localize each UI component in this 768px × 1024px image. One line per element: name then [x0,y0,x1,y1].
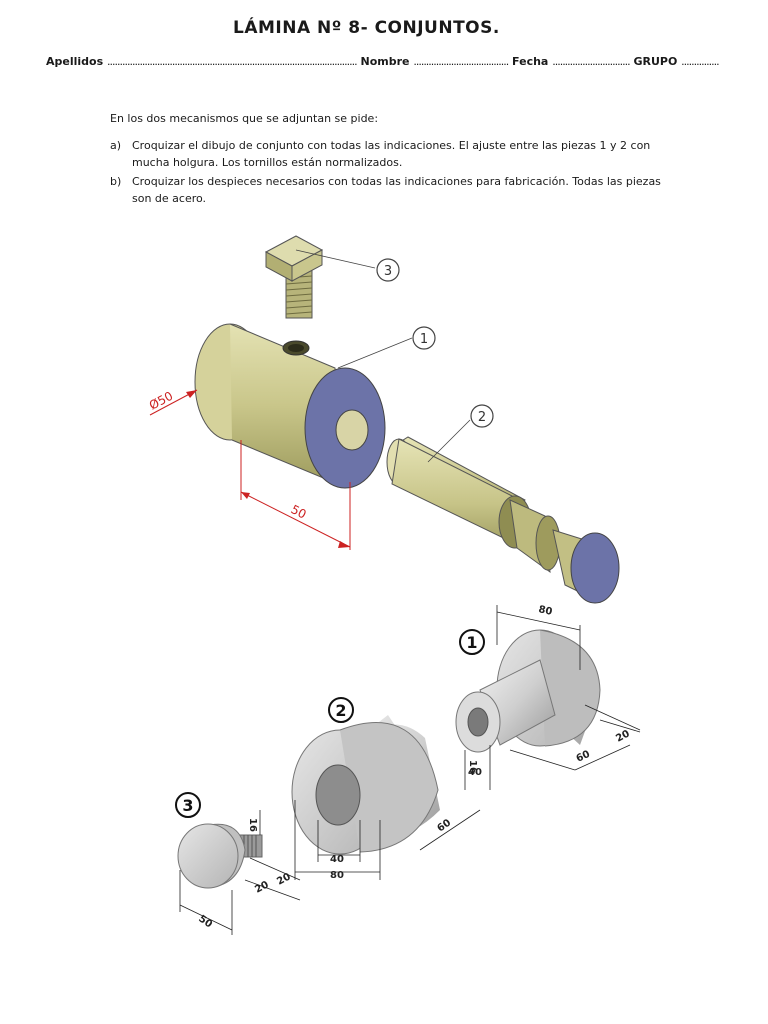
p3-dim-20b: 20 [275,871,292,887]
grey-part-1 [455,629,601,753]
apellidos-field: ........................................… [106,55,358,68]
dimension-lines-part3 [179,810,301,935]
task-label-a: a) [110,139,122,152]
p1-dim-40: 40 [468,767,482,778]
apellidos-label: Apellidos [46,55,104,68]
shaft-part-2 [386,436,620,604]
assembly-drawing-1: 3 1 2 [147,235,620,604]
dim-length-label: 50 [289,502,309,521]
task-label-b: b) [110,175,122,188]
dimension-lines-part2 [294,800,481,880]
bolt-part-3 [264,235,324,319]
task-text-b: Croquizar los despieces necesarios con t… [132,175,661,205]
callout-2-3-label: 3 [182,796,193,815]
grupo-field: ............... [681,55,719,68]
p3-dim-16: 16 [247,818,258,832]
grey-part-2 [291,715,440,855]
fecha-label: Fecha [512,55,549,68]
callout-2-1-label: 1 [466,633,477,652]
page-title: LÁMINA Nº 8- CONJUNTOS. [233,18,500,38]
grey-part-3 [177,823,263,889]
nombre-field: ...................................... [413,55,509,68]
p1-dim-80: 80 [537,604,553,618]
p3-dim-20a: 20 [253,879,270,895]
grupo-label: GRUPO [633,55,678,68]
fecha-field: ............................... [552,55,630,68]
assembly-drawing-2: 1 80 60 20 16 40 2 [175,604,641,935]
cylinder-part-1 [194,323,386,489]
p1-dim-60: 60 [575,749,592,765]
p3-dim-50: 50 [196,913,214,930]
nombre-label: Nombre [360,55,410,68]
header-fields: Apellidos ..............................… [46,55,736,68]
p1-dim-16: 16 [467,760,478,774]
p1-dim-20: 20 [614,728,631,744]
callout-2-label: 2 [478,410,486,425]
p2-dim-60: 60 [435,817,453,834]
intro-text: En los dos mecanismos que se adjuntan se… [110,112,379,125]
p2-dim-40: 40 [330,854,344,865]
callout-1-label: 1 [420,332,428,347]
callout-3-label: 3 [384,264,392,279]
dimension-lines-part1 [464,605,641,790]
task-text-a: Croquizar el dibujo de conjunto con toda… [132,139,651,169]
p2-dim-80: 80 [330,870,344,881]
callout-2-2-label: 2 [335,701,346,720]
